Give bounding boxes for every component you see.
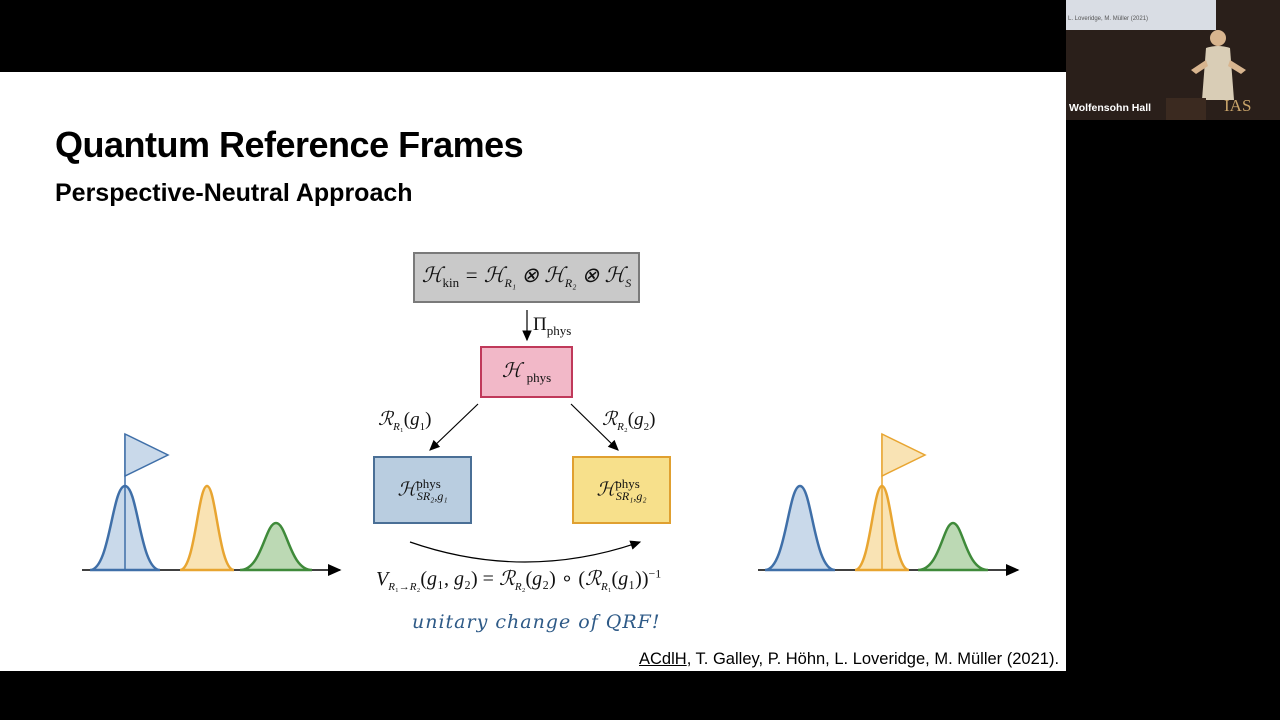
blue-peak-right xyxy=(764,484,836,572)
arrow-to-right-box xyxy=(570,403,619,451)
speaker-video-thumbnail[interactable]: L. Loveridge, M. Müller (2021) IAS Wolfe… xyxy=(1066,0,1280,120)
orange-flag-icon xyxy=(881,432,927,478)
projection-screen xyxy=(1066,0,1216,30)
ias-sign: IAS xyxy=(1224,96,1252,115)
physical-hilbert-space-box: ℋ phys xyxy=(480,346,573,398)
presentation-slide: Quantum Reference Frames Perspective-Neu… xyxy=(0,72,1066,671)
change-arrow xyxy=(409,540,642,563)
reduced-space-r2-box: ℋphysSR₁,g₂ xyxy=(572,456,671,524)
green-peak-right xyxy=(917,521,989,572)
reduced-space-r1-box: ℋphysSR₂,g₁ xyxy=(373,456,472,524)
speaker-silhouette xyxy=(1166,30,1246,120)
slide-subtitle: Perspective-Neutral Approach xyxy=(55,179,413,207)
citation: ACdlH, T. Galley, P. Höhn, L. Loveridge,… xyxy=(639,650,1059,669)
screen-text: L. Loveridge, M. Müller (2021) xyxy=(1068,16,1149,22)
left-distribution-plot xyxy=(82,432,342,576)
handwritten-note: unitary change of QRF! xyxy=(412,611,661,633)
orange-peak-left xyxy=(179,484,235,572)
blue-flag-icon xyxy=(124,432,170,478)
reduction-map-right-label: ℛR₂(g2) xyxy=(602,409,656,433)
citation-link[interactable]: ACdlH xyxy=(639,650,687,668)
projector-label: Πphys xyxy=(533,314,572,338)
citation-text: , T. Galley, P. Höhn, L. Loveridge, M. M… xyxy=(686,650,1060,668)
kinematical-hilbert-space-box: ℋkin = ℋR₁ ⊗ ℋR₂ ⊗ ℋS xyxy=(413,252,640,303)
change-formula: VR₁→R₂(g₁, g₂) = ℛR₂(g₂) ∘ (ℛR₁(g₁))−1 xyxy=(376,566,662,593)
reduction-map-left-label: ℛR₁(g1) xyxy=(378,409,432,433)
location-label: Wolfensohn Hall xyxy=(1069,102,1152,114)
slide-title: Quantum Reference Frames xyxy=(55,124,524,165)
diagram-graphics xyxy=(82,310,1020,576)
right-distribution-plot xyxy=(758,432,1020,576)
green-peak-left xyxy=(239,521,313,572)
arrow-to-left-box xyxy=(429,403,479,451)
